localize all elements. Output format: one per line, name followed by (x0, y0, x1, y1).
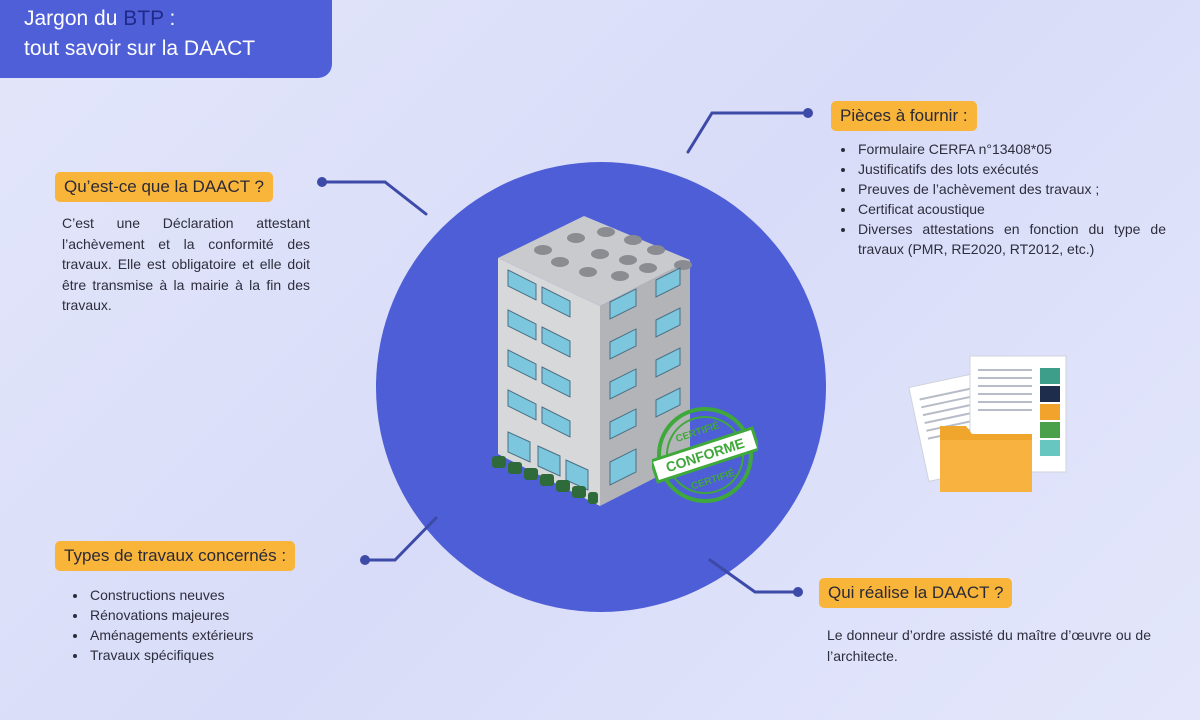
title-line-2: tout savoir sur la DAACT (24, 37, 256, 60)
certified-stamp-icon: CONFORME CERTIFIÉ CERTIFIÉ (652, 407, 758, 503)
text-who: Le donneur d’ordre assisté du maître d’œ… (827, 627, 1151, 664)
types-item: Rénovations majeures (88, 605, 328, 625)
title-line-1: Jargon du BTP : (24, 7, 176, 30)
heading-who: Qui réalise la DAACT ? (819, 578, 1013, 608)
documents-item: Preuves de l’achèvement des travaux ; (856, 179, 1166, 199)
connector-dot-documents (803, 108, 813, 118)
types-item: Travaux spécifiques (88, 645, 328, 665)
connector-dot-what (317, 177, 327, 187)
documents-item: Justificatifs des lots exécutés (856, 159, 1166, 179)
heading-types-of-work: Types de travaux concernés : (55, 541, 296, 571)
documents-list: Formulaire CERFA n°13408*05 Justificatif… (840, 139, 1166, 259)
heading-documents: Pièces à fournir : (831, 101, 977, 131)
connector-what (320, 180, 428, 216)
connector-dot-types (360, 555, 370, 565)
types-item: Constructions neuves (88, 585, 328, 605)
text-what-is-daact: C’est une Déclaration attestant l’achève… (62, 215, 310, 313)
apartment-building-icon (492, 216, 692, 506)
title-accent-btp: BTP (123, 7, 164, 30)
documents-item: Certificat acoustique (856, 199, 1166, 219)
documents-item: Formulaire CERFA n°13408*05 (856, 139, 1166, 159)
page-title: Jargon du BTP : tout savoir sur la DAACT (0, 0, 332, 78)
types-list: Constructions neuves Rénovations majeure… (72, 585, 328, 665)
connector-documents (686, 111, 810, 154)
heading-what-is-daact: Qu’est-ce que la DAACT ? (55, 172, 273, 202)
documents-item: Diverses attestations en fonction du typ… (856, 219, 1166, 259)
document-folder-icon (908, 355, 1067, 492)
connector-dot-who (793, 587, 803, 597)
types-item: Aménagements extérieurs (88, 625, 328, 645)
